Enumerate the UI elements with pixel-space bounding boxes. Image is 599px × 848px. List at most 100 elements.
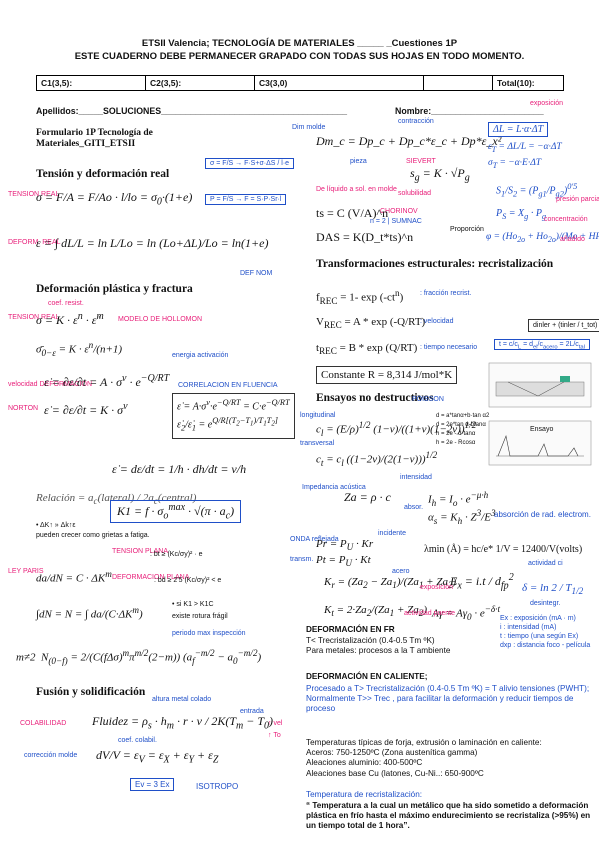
formula-ih: Ih = Io · e−μ·h (428, 490, 489, 508)
score-c1: C1(3,5): (36, 75, 146, 91)
trec-text: “ Temperatura a la cual un metálico que … (306, 801, 591, 831)
label-velocidad: velocidad DEFORMACION (8, 381, 93, 388)
note-sigma-box: σ = F/S → F·S+σ·ΔS / l·e (205, 158, 295, 169)
label-dim-molde: Dim molde (292, 124, 326, 131)
formula-lambda: λmin (Å) = hc/e* 1/V = 12400/V(volts) (424, 544, 583, 555)
section-tension: Tensión y deformación real (36, 168, 170, 180)
score-table: C1(3,5): C2(3,5): C3(3,0) Total(10): (36, 75, 564, 91)
section-transf: Transformaciones estructurales: recrista… (316, 258, 554, 270)
label-sievert: SIEVERT (406, 158, 436, 165)
label-anadido: añadido (560, 236, 585, 243)
formula-kr: Kr = (Za2 − Za1)/(Za1 + Za2) (324, 576, 457, 591)
trec-title: Temperatura de recristalización: (306, 790, 423, 799)
label-correlacion: CORRELACION EN FLUENCIA (178, 382, 278, 389)
label-absorcion: absorción de rad. electrom. (494, 510, 591, 519)
note-periodo: periodo max inspección (172, 630, 246, 637)
header-line1: ETSII Valencia; TECNOLOGÍA DE MATERIALES… (141, 38, 458, 49)
formula-n-of: m≠2 N(0−f) = 2/(C(fΔσ)mπm/2(2−m)) (af−m/… (16, 648, 262, 666)
label-norton: NORTON (8, 405, 39, 412)
label-tension-plana: TENSION PLANA (112, 548, 169, 555)
label-entrada: entrada (240, 708, 264, 715)
formula-edot: ε̇ = dε/dt = 1/h · dh/dt = v/h (112, 462, 247, 476)
formula-et: εT = ΔL/L = −α·ΔT (488, 142, 562, 154)
note-ak: • ΔK↑ » Δk↑ε (36, 522, 76, 529)
label-ensayo: Ensayo (530, 426, 554, 433)
formula-ay: Aγ = Aγ0 · e−δ·t (432, 604, 501, 622)
formula-tc: t = c/cL = del/cacero = 2L/ctal (494, 339, 594, 352)
eq-deform-plana: : bd ≥ 2'5 (Kc/σy)² < e (154, 577, 222, 584)
formula-alpha: αs = Kh · Z3/E3 (428, 508, 496, 526)
section-fusion: Fusión y solidificación (36, 686, 146, 698)
nombre-field: Nombre:_______________________ (395, 106, 544, 116)
formula-cl: cl = (E/ρ)1/2 (1−ν)/((1+ν)(1−2ν))1/2 (316, 420, 477, 438)
formula-dl: ΔL = L·α·ΔT (488, 122, 549, 137)
formula-pr: Pr = PU · Kr (316, 538, 374, 553)
label-onda: ONDA reflejada (290, 536, 339, 543)
apellidos-field: Apellidos:_____SOLUCIONES_______________… (36, 106, 348, 116)
formula-constante: Constante R = 8,314 J/mol*K (316, 366, 458, 384)
deform-caliente-title: DEFORMACIÓN EN CALIENTE; (306, 672, 428, 681)
diagram-ensayo (488, 420, 592, 466)
label-energia: energia activación (172, 352, 229, 359)
legend-exposure: Ex : exposición (mA · m) i : intensidad … (500, 615, 591, 649)
deform-fr-lines: T< Trecristalización (0.4-0.5 Tm ºK) Par… (306, 636, 451, 656)
label-to: ↑ To (268, 732, 281, 739)
label-longitudinal: longitudinal (300, 412, 336, 419)
formulario-title: Formulario 1P Tecnología de Materiales_G… (36, 128, 153, 149)
score-c3: C3(3,0) (254, 75, 424, 91)
note-kic: • si K1 > K1C (172, 601, 214, 608)
label-isotropo: ISOTROPO (196, 782, 239, 791)
formula-pt: Pt = PU · Kt (316, 554, 371, 569)
formula-frec: fREC = 1- exp (-ctn) (316, 288, 404, 306)
label-exposicion: exposición (530, 100, 564, 107)
score-total: Total(10): (492, 75, 564, 91)
formula-hollomon: σ = K · εn · ε̇m (36, 311, 104, 327)
formula-delta: δ = ln 2 / T1/2 (522, 582, 584, 597)
formula-kt: Kt = 2·Za2/(Za1 + Za2) (324, 604, 427, 619)
label-concentracion: concentración (544, 216, 588, 223)
eq-tension-plana: : bt ≥ (Kc/σy)² · e (150, 551, 203, 558)
note-sigma-box2: P = F/S → F = S·P·Sr·l (205, 194, 287, 205)
label-presion: presión parcial (556, 196, 599, 203)
label-velocidad: : velocidad (420, 318, 454, 325)
diagram-ultrasonic (488, 362, 592, 408)
formula-ct: ct = cl ((1−2ν)/(2(1−ν)))1/2 (316, 450, 438, 468)
formula-das: DAS = K(D_t*ts)^n (316, 230, 414, 244)
formula-s1s2: S1/S2 = (Pg1/Pg2)0'5 (496, 182, 578, 199)
formula-trec: tREC = B * exp (Q/RT) (316, 342, 418, 357)
label-pieza: pieza (350, 158, 367, 165)
score-empty (423, 75, 493, 91)
label-frec: : fracción recrist. (420, 290, 472, 297)
label-incidente: incidente (378, 530, 407, 537)
formula-ts: ts = C (V/A)^n (316, 206, 389, 220)
box-ev: Ev = 3 Ex (130, 778, 175, 791)
section-ensayos: Ensayos no destructivos (316, 392, 434, 404)
formula-ex: Ex = i.t / dfp2 (450, 572, 514, 592)
label-intensidad: intensidad (400, 474, 432, 481)
note-grietas: pueden crecer como grietas a fatiga. (36, 532, 150, 539)
label-correccion: corrección molde (24, 752, 78, 759)
label-modelo: MODELO DE HOLLOMON (118, 316, 203, 323)
score-c2: C2(3,5): (145, 75, 255, 91)
diagram-legend: d = a*tanα+b·tan α2 d = 2e*tan α-btanα h… (436, 413, 490, 446)
label-desintegr: desintegr. (530, 600, 561, 607)
label-n-eq: n = 2 | SUMNAC (370, 218, 422, 225)
formula-ps: PS = Xg · Pg (496, 208, 547, 221)
label-ley-paris: LEY PARIS (8, 568, 44, 575)
label-colabilidad: COLABILIDAD (20, 720, 67, 727)
label-coef-resist: coef. resist. (48, 300, 84, 307)
label-poisson: POISSON (412, 396, 444, 403)
label-solubilidad: solubilidad (398, 190, 432, 197)
formula-dm: Dm_c = Dp_c + Dp_c*ε_c + Dp*ε_x² (316, 134, 502, 148)
formula-tension: σ = F/A = F/Ao · l/lo = σ0·(1+e) (36, 190, 193, 208)
label-exp-exposicion: exposición (420, 584, 454, 591)
label-transversal: transversal (300, 440, 335, 447)
formula-k1: K1 = f · σomax · √(π · ac) (110, 500, 242, 524)
label-tension-real2: TENSION REAL (8, 314, 60, 321)
header-line2: ESTE CUADERNO DEBE PERMANECER GRAPADO CO… (74, 51, 525, 62)
formula-velocidad: ε̇ = ∂ε/∂t = A · σν · e−Q/RT (44, 373, 170, 389)
label-acero: acero (392, 568, 410, 575)
note-rotura: existe rotura frágil (172, 613, 228, 620)
label-proporcion: Proporción (450, 226, 484, 233)
